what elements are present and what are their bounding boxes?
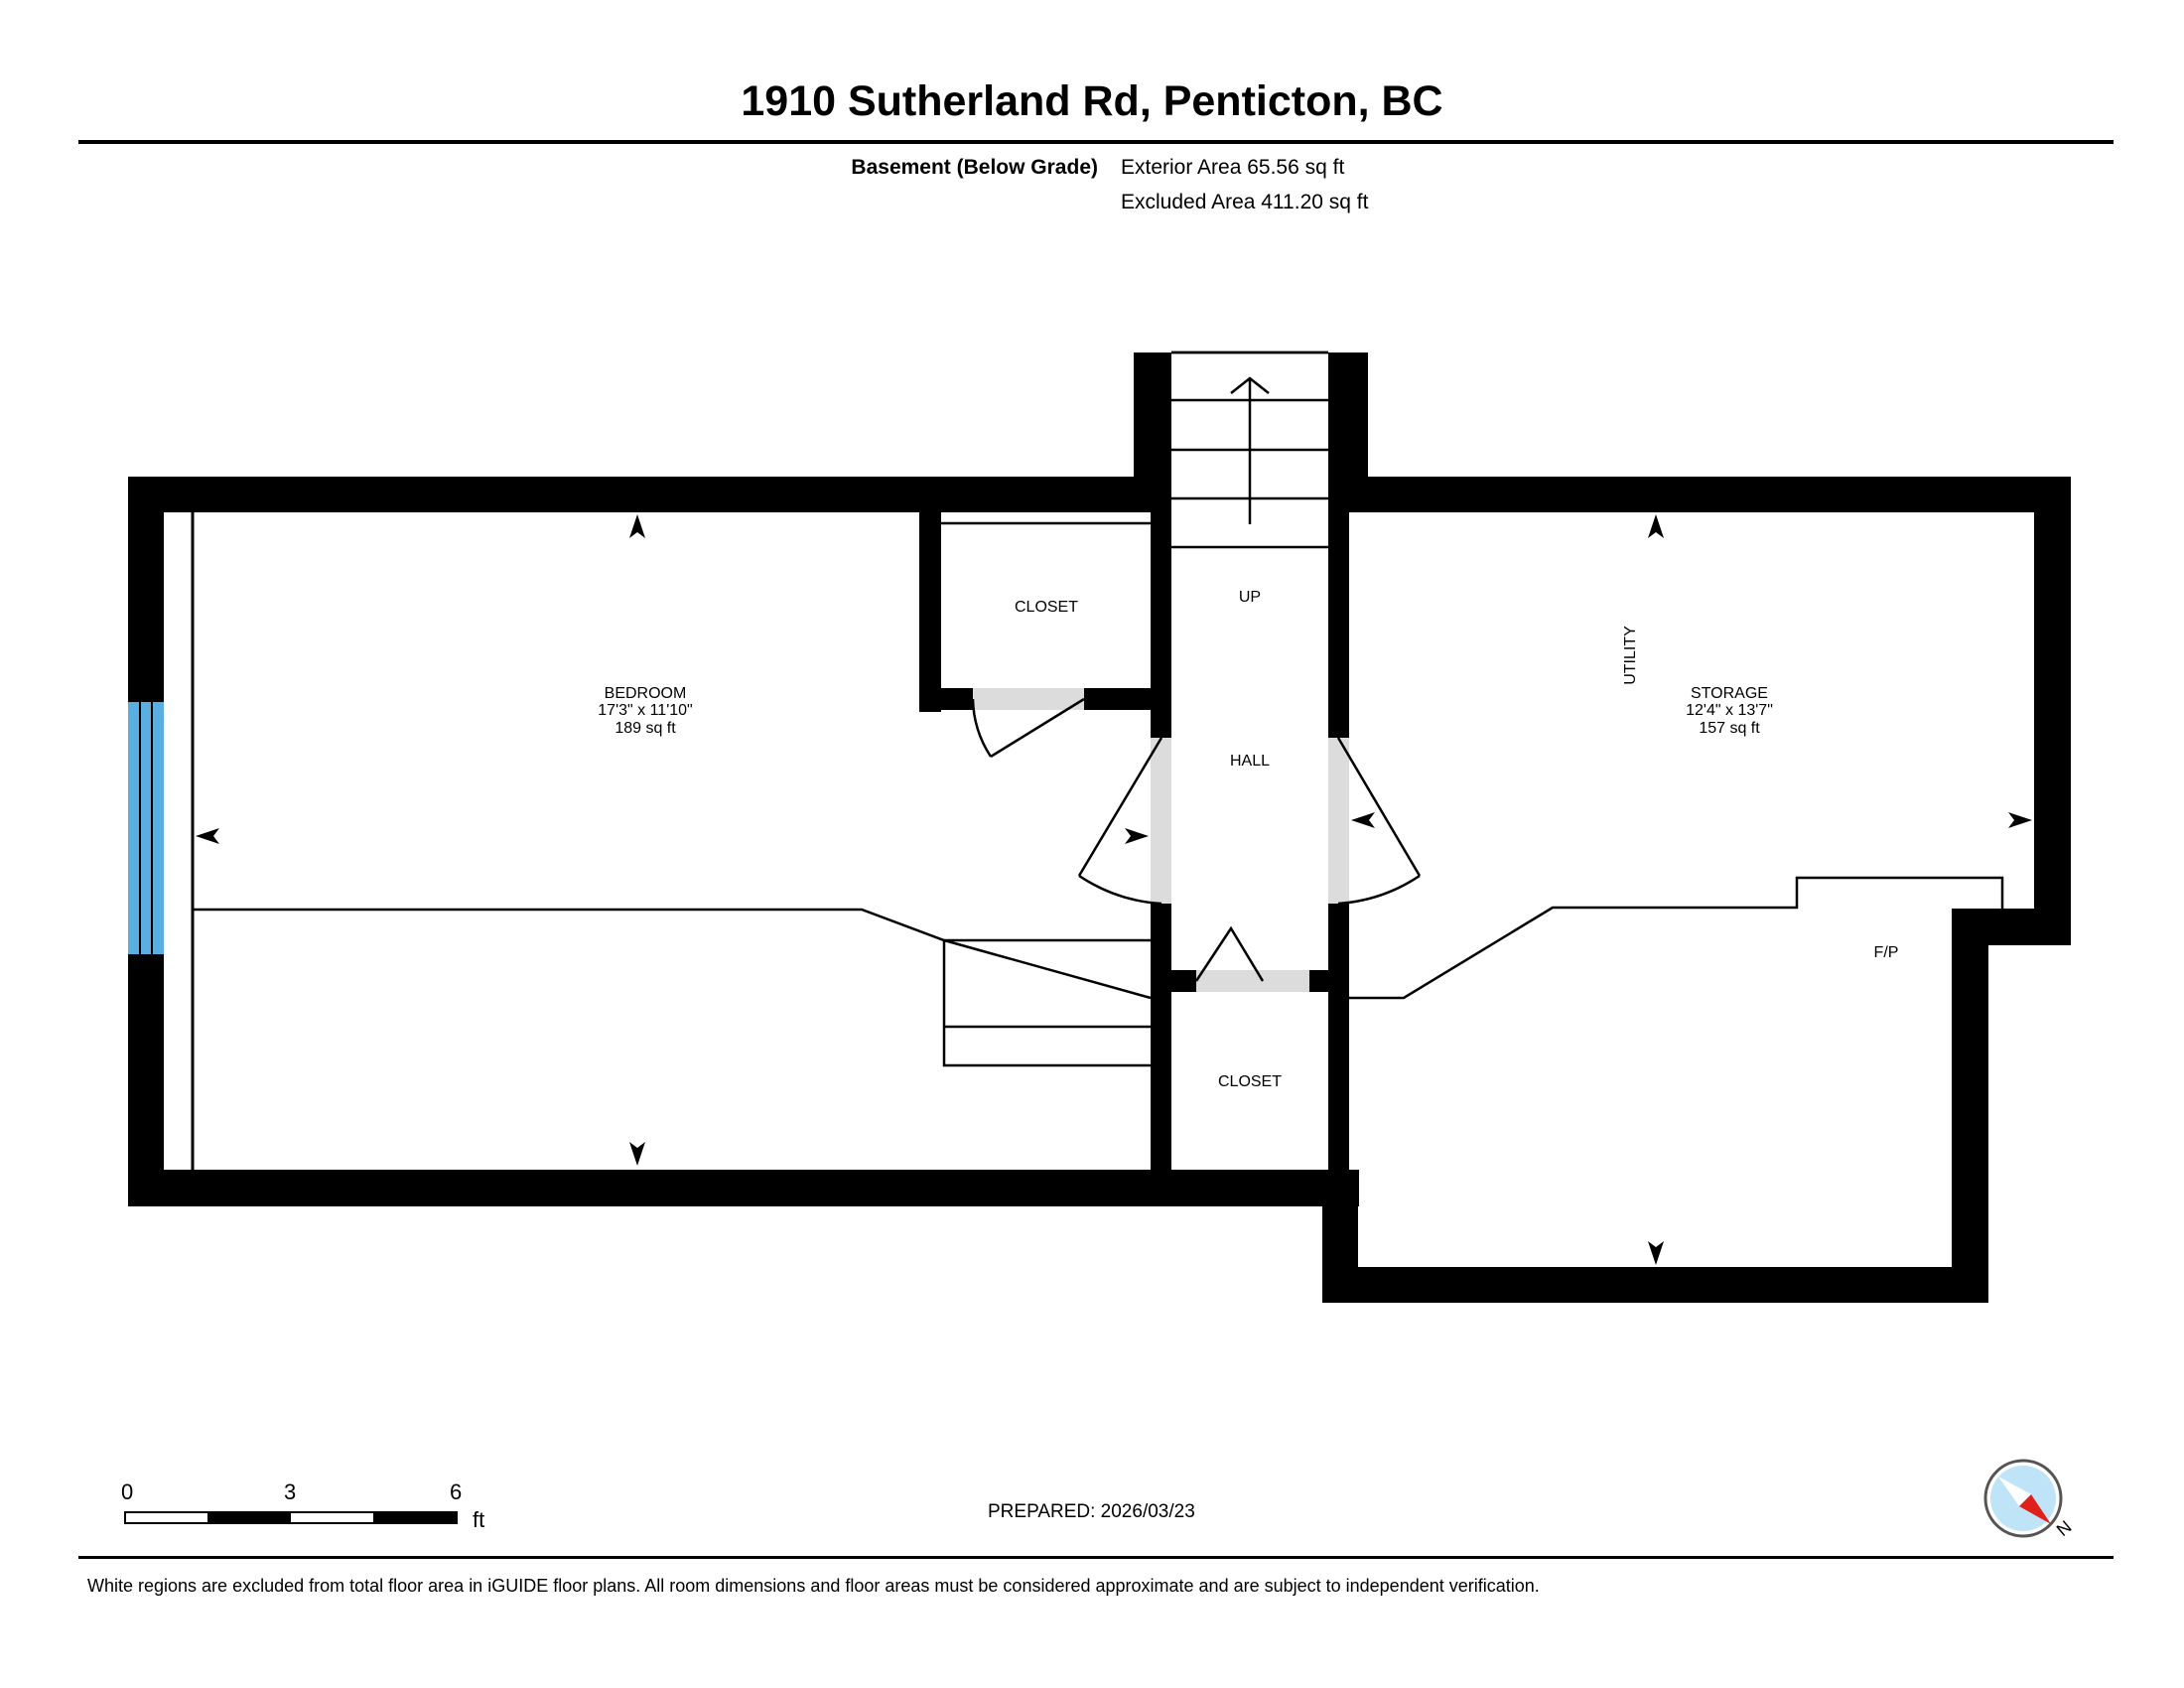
storage-area: 157 sq ft [1699, 720, 1760, 737]
staircase [1171, 351, 1328, 549]
bedroom-dims: 17'3" x 11'10" [598, 702, 692, 719]
scale-tick-3: 3 [284, 1479, 297, 1504]
scale-unit: ft [473, 1507, 485, 1532]
hall-name: HALL [1230, 753, 1270, 770]
header-divider [78, 140, 2114, 144]
compass-north-icon: N [1983, 1459, 2076, 1540]
scale-tick-6: 6 [450, 1479, 463, 1504]
bedroom-area: 189 sq ft [614, 720, 676, 737]
exterior-area: Exterior Area 65.56 sq ft [1121, 156, 1345, 179]
storage-name: STORAGE [1691, 685, 1768, 702]
utility-label: UTILITY [1622, 626, 1639, 685]
excluded-area: Excluded Area 411.20 sq ft [1121, 191, 1369, 213]
disclaimer: White regions are excluded from total fl… [87, 1576, 1540, 1596]
prepared-date: PREPARED: 2026/03/23 [988, 1501, 1195, 1522]
walls [128, 352, 2071, 1303]
scale-tick-0: 0 [121, 1479, 134, 1504]
scale-bar [124, 1511, 458, 1524]
page-title: 1910 Sutherland Rd, Penticton, BC [741, 77, 1443, 125]
storage-feature [1349, 876, 2004, 1000]
window [128, 702, 164, 954]
up-label: UP [1239, 589, 1261, 606]
dimension-arrows [196, 514, 2032, 1265]
floor-label: Basement (Below Grade) [851, 156, 1098, 179]
bedroom-name: BEDROOM [605, 685, 687, 702]
room-labels: BEDROOM 17'3" x 11'10" 189 sq ft CLOSET … [598, 589, 1898, 1090]
door-thresholds [973, 688, 1349, 992]
door-swings [971, 697, 1422, 982]
closet-top-name: CLOSET [1015, 599, 1078, 616]
closet-bottom-name: CLOSET [1218, 1073, 1282, 1090]
bedroom-feature [193, 908, 1152, 1067]
fp-label: F/P [1874, 944, 1899, 961]
footer-divider [78, 1556, 2114, 1559]
storage-dims: 12'4" x 13'7" [1686, 702, 1773, 719]
compass-north-label: N [2053, 1516, 2076, 1540]
